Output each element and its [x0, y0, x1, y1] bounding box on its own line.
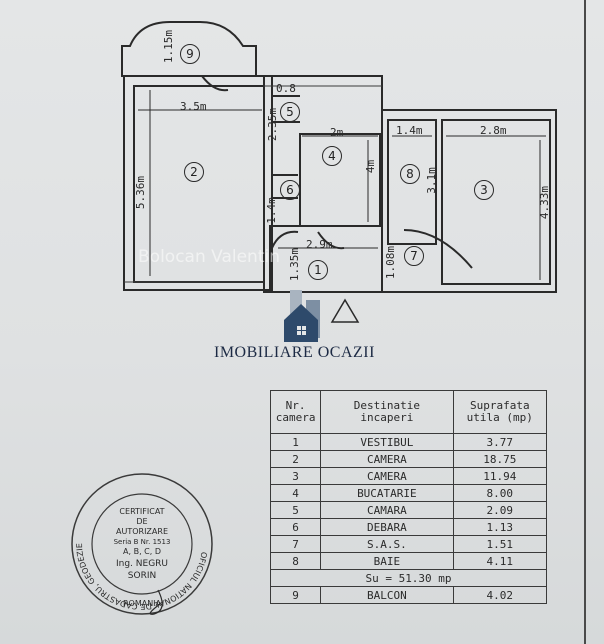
- cell-nr: 4: [269, 484, 322, 502]
- stamp-line: SORIN: [128, 571, 156, 581]
- dim-room5-a: 0.8: [276, 82, 296, 95]
- dim-room3-width: 2.8m: [480, 124, 507, 137]
- stamp-line: Ing. NEGRU: [116, 559, 168, 569]
- room-number-7: 7: [404, 246, 424, 266]
- room-area-table: Nr. camera Destinatie incaperi Suprafata…: [269, 390, 548, 604]
- signature-mark: [149, 589, 163, 615]
- dim-room4-height: 4m: [364, 159, 378, 174]
- cell-area: 4.11: [452, 552, 548, 570]
- balcony-row: 9 BALCON 4.02: [269, 586, 548, 604]
- total-cell: Su = 51.30 mp: [270, 569, 547, 587]
- dim-room1-height: 1.35m: [288, 247, 302, 282]
- cell-area: 3.77: [452, 433, 548, 451]
- cell-area: 11.94: [452, 467, 548, 485]
- stamp-line: AUTORIZARE: [116, 527, 168, 536]
- balcony-nr: 9: [269, 586, 322, 604]
- watermark: Bolocan Valentin: [138, 247, 280, 267]
- dim-room5-b: 2.35m: [266, 107, 280, 142]
- dim-room4-width: 2m: [330, 126, 344, 139]
- brand-name: IMOBILIARE OCAZII: [214, 344, 375, 361]
- cell-name: CAMERA: [320, 450, 454, 468]
- cell-area: 8.00: [452, 484, 548, 502]
- stamp-line: A, B, C, D: [123, 547, 161, 556]
- dim-room2-width: 3.5m: [180, 100, 207, 113]
- room-number-3: 3: [474, 180, 494, 200]
- table-header-row: Nr. camera Destinatie incaperi Suprafata…: [269, 390, 548, 434]
- stamp-country: ROMANIA: [123, 599, 162, 608]
- cell-name: VESTIBUL: [320, 433, 454, 451]
- room-number-4: 4: [322, 146, 342, 166]
- stamp-line: CERTIFICAT: [119, 507, 164, 516]
- cell-name: BUCATARIE: [320, 484, 454, 502]
- stamp-line: Seria B Nr. 1513: [114, 538, 171, 546]
- cell-nr: 1: [269, 433, 322, 451]
- north-triangle-icon: [330, 298, 360, 323]
- house-building-icon: [284, 290, 320, 342]
- paper-edge: [584, 0, 586, 644]
- room-number-9: 9: [180, 44, 200, 64]
- cell-area: 2.09: [452, 501, 548, 519]
- dim-room2-height: 5.36m: [134, 175, 148, 210]
- cell-name: BAIE: [320, 552, 454, 570]
- room-number-1: 1: [308, 260, 328, 280]
- room-number-6: 6: [280, 180, 300, 200]
- cadastre-stamp: OFICIUL NATIONAL DE CADASTRU, GEODEZIE S…: [68, 470, 213, 615]
- header-nr: Nr. camera: [269, 390, 322, 434]
- cell-nr: 8: [269, 552, 322, 570]
- cell-name: CAMERA: [320, 467, 454, 485]
- cell-nr: 2: [269, 450, 322, 468]
- room-number-5: 5: [280, 102, 300, 122]
- room-number-2: 2: [184, 162, 204, 182]
- cell-area: 1.13: [452, 518, 548, 536]
- balcony-area: 4.02: [452, 586, 548, 604]
- room-number-8: 8: [400, 164, 420, 184]
- cell-area: 1.51: [452, 535, 548, 553]
- cell-name: S.A.S.: [320, 535, 454, 553]
- stamp-line: DE: [136, 517, 147, 526]
- cell-nr: 6: [269, 518, 322, 536]
- dim-room9-height: 1.15m: [162, 29, 176, 64]
- cell-name: CAMARA: [320, 501, 454, 519]
- dim-room3-height: 4.33m: [538, 185, 552, 220]
- dim-room6-height: 1.4m: [264, 197, 278, 224]
- dim-room7-height: 1.08m: [384, 245, 398, 280]
- cell-nr: 3: [269, 467, 322, 485]
- cell-nr: 7: [269, 535, 322, 553]
- balcony-name: BALCON: [320, 586, 454, 604]
- cell-nr: 5: [269, 501, 322, 519]
- header-area: Suprafata utila (mp): [452, 390, 548, 434]
- header-destination: Destinatie incaperi: [320, 390, 454, 434]
- total-row: Su = 51.30 mp: [270, 569, 547, 587]
- cell-area: 18.75: [452, 450, 548, 468]
- dim-room8-height: 3.1m: [424, 167, 438, 194]
- room-2-wall: [123, 75, 273, 291]
- cell-name: DEBARA: [320, 518, 454, 536]
- dim-room1-width: 2.9m: [306, 238, 333, 251]
- dim-room8-width: 1.4m: [396, 124, 423, 137]
